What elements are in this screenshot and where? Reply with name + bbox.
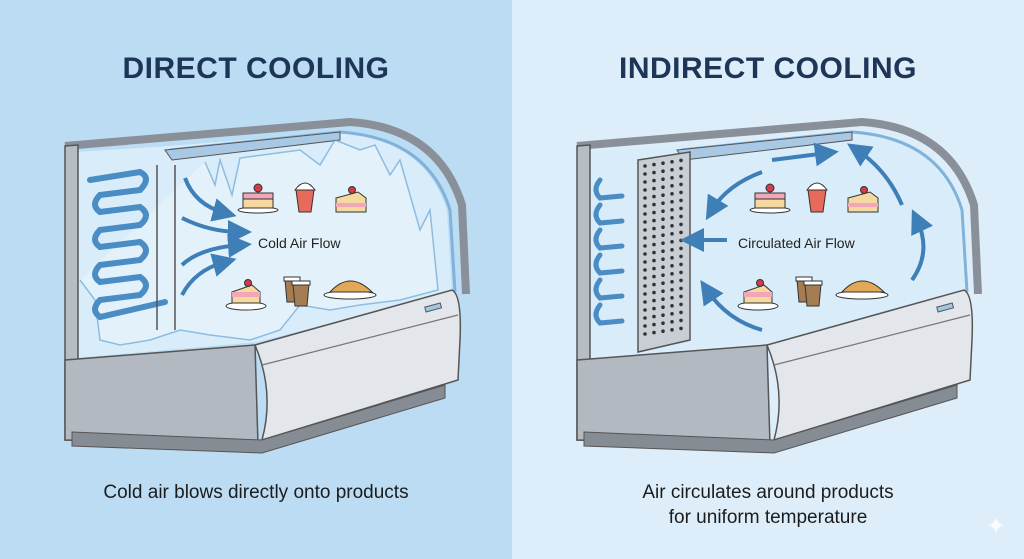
- indirect-cooling-panel: INDIRECT COOLING Circulated Air Flow: [512, 0, 1024, 559]
- indirect-cooling-display-case: Circulated Air Flow: [576, 118, 982, 454]
- croissant-icon: [323, 280, 377, 300]
- drink-cup-icon: [294, 182, 316, 213]
- evaporator-coil-icon: [87, 165, 176, 330]
- cake-slice-icon: [737, 279, 779, 311]
- coffee-cups-icon: [283, 276, 311, 307]
- curved-glass-front: [169, 130, 457, 293]
- coffee-cups-icon: [795, 276, 823, 307]
- caption-line-1: Air circulates around products: [642, 482, 894, 503]
- top-frame: [64, 118, 470, 295]
- cake-slice-icon: [225, 279, 267, 311]
- sparkle-icon: ✦: [985, 513, 1006, 540]
- temperature-label-plate: [936, 302, 955, 313]
- indirect-cooling-title: INDIRECT COOLING: [619, 52, 917, 85]
- base-plinth: [583, 384, 958, 454]
- top-frame: [576, 118, 982, 295]
- temperature-label-plate: [424, 302, 443, 313]
- curved-glass-front: [681, 130, 969, 293]
- croissant-icon: [835, 280, 889, 300]
- direct-cooling-caption: Cold air blows directly onto products: [103, 482, 409, 503]
- base-cabinet: [64, 344, 259, 446]
- circulated-air-arrows: [680, 142, 933, 332]
- cake-slice-icon: [847, 186, 879, 213]
- caption-line-2: for uniform temperature: [668, 507, 868, 528]
- direct-cooling-display-case: Cold Air Flow: [64, 118, 470, 454]
- base-plinth: [71, 384, 446, 454]
- cake-icon: [749, 183, 791, 214]
- direct-cooling-panel: DIRECT COOLING Cold Air Flow: [0, 0, 512, 559]
- perforated-panel-icon: [637, 151, 691, 353]
- circulated-air-flow-label: Circulated Air Flow: [738, 235, 856, 251]
- cake-icon: [237, 183, 279, 214]
- indirect-cooling-caption: Air circulates around products for unifo…: [512, 480, 1024, 530]
- cold-air-arrows: [180, 177, 252, 296]
- cake-slice-icon: [335, 186, 367, 213]
- direct-cooling-title: DIRECT COOLING: [122, 52, 390, 85]
- drink-cup-icon: [806, 182, 828, 213]
- evaporator-coil-icon: [593, 177, 625, 326]
- cold-air-flow-label: Cold Air Flow: [258, 235, 341, 251]
- base-cabinet: [576, 344, 771, 446]
